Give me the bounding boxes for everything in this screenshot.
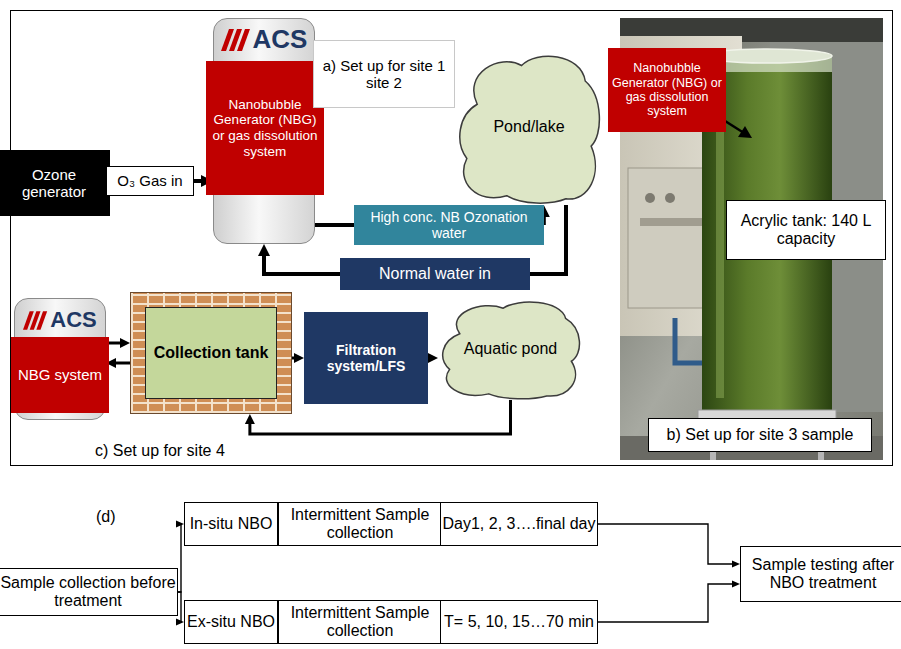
arrow-head — [245, 414, 255, 424]
box-text: Ex-situ NBO — [187, 613, 275, 631]
connector-line — [178, 524, 182, 592]
logo-text: ACS — [253, 25, 308, 55]
panel-tag: (d) — [96, 508, 116, 526]
water-flow-box: High conc. NB Ozonation water — [354, 205, 544, 245]
logo: ACS — [214, 24, 314, 56]
box-text: Acrylic tank: 140 L capacity — [727, 212, 885, 249]
cloud-shape — [460, 56, 600, 203]
box-text: High conc. NB Ozonation water — [354, 209, 544, 241]
box-text: Sample testing after NBO treatment — [741, 556, 901, 593]
label-text: c) Set up for site 4 — [95, 442, 225, 460]
connector-line — [315, 223, 354, 227]
process-box: Intermittent Sample collection — [278, 600, 442, 645]
arrow-head — [120, 338, 130, 348]
box-text: Aquatic pond — [464, 340, 557, 358]
cloud-shape — [443, 302, 580, 399]
process-box: Ex-situ NBO — [184, 600, 278, 645]
box-text: Filtration system/LFS — [304, 342, 428, 374]
flow-connector — [106, 358, 130, 368]
flow-connector — [292, 353, 304, 363]
box-text: Pond/lake — [493, 118, 564, 136]
logo-slashes — [221, 29, 251, 51]
nbg-device: ACS NBG system — [14, 298, 106, 420]
arrow-head — [732, 561, 740, 568]
box-text: b) Set up for site 3 sample — [667, 426, 854, 444]
arrow-head — [176, 619, 184, 626]
nbg-panel: Nanobubble Generator (NBG) or gas dissol… — [608, 48, 726, 132]
flow-connector — [106, 338, 130, 348]
pond-cloud: Aquatic pond — [438, 298, 583, 400]
arrow-head — [176, 521, 184, 528]
photo-callout: Acrylic tank: 140 L capacity — [726, 200, 886, 260]
box-text: a) Set up for site 1 site 2 — [314, 57, 454, 92]
arrow-head — [258, 244, 270, 256]
box-text: Intermittent Sample collection — [279, 604, 441, 641]
pond-cloud: Pond/lake — [455, 50, 603, 205]
label-text: (d) — [96, 508, 116, 526]
process-box: T= 5, 10, 15…70 min — [440, 600, 598, 645]
box-text: In-situ NBO — [190, 515, 273, 533]
box-text: Ozone generator — [0, 166, 110, 201]
box-text: T= 5, 10, 15…70 min — [444, 613, 594, 631]
arrow-head — [294, 353, 304, 363]
flow-connector — [315, 225, 354, 226]
nbg-device: ACSNanobubble Generator (NBG) or gas dis… — [213, 18, 315, 244]
logo-slash — [237, 29, 250, 51]
box-text: Collection tank — [154, 344, 269, 362]
box-text: O₃ Gas in — [117, 172, 182, 189]
panel-caption: c) Set up for site 4 — [95, 442, 225, 460]
box-text: Day1, 2, 3….final day — [443, 515, 596, 533]
process-box: Sample collection before treatment — [0, 568, 178, 616]
process-box: Day1, 2, 3….final day — [440, 502, 598, 547]
box-text: Normal water in — [379, 265, 491, 283]
nbg-panel: Nanobubble Generator (NBG) or gas dissol… — [206, 61, 324, 195]
logo-slash — [37, 311, 48, 329]
connector-line — [598, 524, 734, 564]
generator-box: Ozone generator — [0, 150, 110, 216]
arrow-head — [732, 581, 740, 588]
flow-connector — [598, 524, 740, 568]
box-text: Nanobubble Generator (NBG) or gas dissol… — [608, 61, 726, 119]
flow-connector — [428, 353, 438, 363]
tank-inner: Collection tank — [145, 307, 277, 399]
photo-caption-box: b) Set up for site 3 sample — [648, 418, 872, 452]
collection-tank: Collection tank — [130, 292, 292, 414]
arrow-head — [428, 353, 438, 363]
process-box: In-situ NBO — [184, 502, 278, 547]
box-text: Intermittent Sample collection — [279, 506, 441, 543]
connector-line — [178, 592, 182, 622]
box-text: Sample collection before treatment — [0, 574, 177, 611]
flow-connector — [598, 581, 740, 623]
box-text: Nanobubble Generator (NBG) or gas dissol… — [206, 97, 324, 159]
setup-note-box: a) Set up for site 1 site 2 — [313, 40, 455, 108]
nbg-panel: NBG system — [11, 337, 109, 413]
connector-line — [114, 362, 130, 365]
box-text: NBG system — [18, 366, 102, 383]
filter-box: Filtration system/LFS — [304, 312, 428, 404]
logo: ACS — [15, 304, 105, 336]
connector-line — [598, 584, 734, 622]
logo-text: ACS — [50, 307, 96, 332]
gas-label-box: O₃ Gas in — [106, 166, 194, 196]
flow-connector — [258, 244, 340, 274]
process-box: Intermittent Sample collection — [278, 502, 442, 547]
water-flow-box: Normal water in — [340, 258, 530, 290]
process-box: Sample testing after NBO treatment — [740, 546, 901, 602]
connector-line — [264, 254, 340, 274]
logo-slashes — [23, 311, 48, 330]
